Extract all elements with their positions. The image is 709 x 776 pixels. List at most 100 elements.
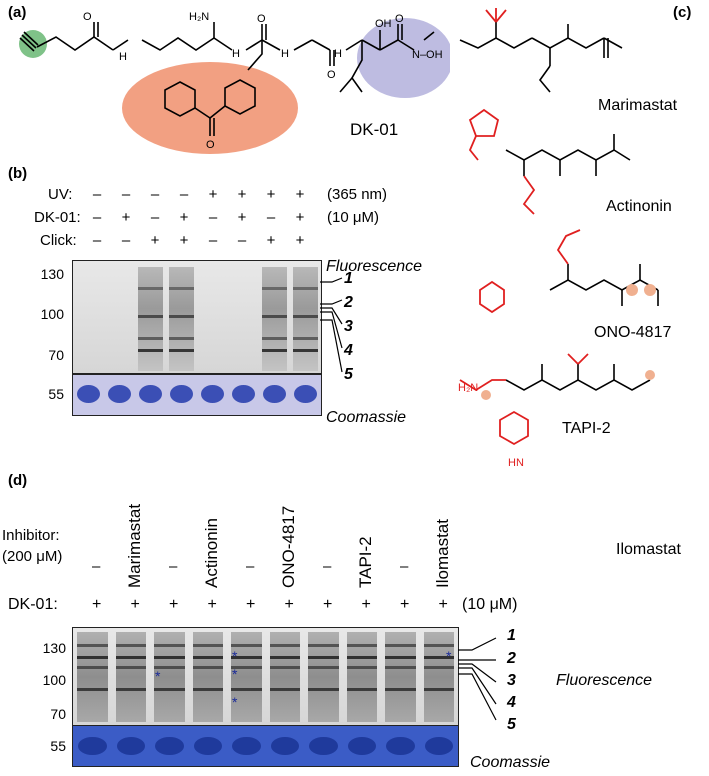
d-cb-blob-5 — [232, 737, 261, 755]
b-click-mark-8: + — [295, 232, 305, 249]
d-fl-band — [423, 644, 454, 647]
d-fl-band — [269, 688, 300, 691]
b-fl-band — [138, 349, 163, 352]
b-fl-band — [138, 337, 163, 340]
c-actinonin: Actinonin — [606, 198, 672, 215]
d-fl-band — [154, 644, 185, 647]
d-band-leaders — [458, 637, 497, 721]
b-fluorescence-gel — [72, 260, 322, 374]
d-fl-band — [385, 688, 416, 691]
d-dk-mark-9: + — [400, 596, 410, 613]
carbonyl-o-4: O — [395, 13, 404, 25]
amine-h2n: H₂N — [189, 11, 209, 23]
d-mw-55: 55 — [50, 738, 66, 754]
hydroxyl-oh: OH — [375, 18, 392, 30]
carbonyl-o-2: O — [257, 13, 266, 25]
b-mw-55: 55 — [48, 386, 64, 402]
amide-nh-4: H — [334, 48, 342, 60]
d-fl-band — [346, 656, 377, 659]
b-fl-lane-7 — [262, 267, 287, 371]
d-dk-mark-6: + — [284, 596, 294, 613]
b-cb-blob-2 — [108, 385, 131, 403]
d-coomassie-gel — [72, 725, 459, 767]
b-dk-mark-2: + — [121, 209, 131, 226]
d-cb-blob-7 — [309, 737, 338, 755]
b-click-mark-2: – — [121, 232, 131, 249]
b-condition-marks: ––––++++–+–+–+–+––++––++ — [86, 186, 316, 256]
d-dk-mark-3: + — [169, 596, 179, 613]
d-dk-mark-2: + — [130, 596, 140, 613]
b-click-mark-1: – — [92, 232, 102, 249]
d-fl-lane-6 — [269, 632, 300, 722]
b-band-1: 1 — [344, 270, 353, 287]
d-fl-band — [154, 688, 185, 691]
d-asterisk-2: * — [232, 648, 238, 664]
d-dk-unit: (10 μM) — [462, 596, 518, 613]
b-coomassie-gel — [72, 374, 322, 416]
d-fl-band — [231, 688, 262, 691]
d-fl-band — [308, 644, 339, 647]
d-fl-band — [154, 666, 185, 669]
b-uv-label: UV: — [48, 186, 73, 203]
d-asterisk-1: * — [155, 668, 161, 684]
d-fl-band — [115, 666, 146, 669]
d-dk-label: DK-01: — [8, 596, 58, 613]
d-fluorescence-label: Fluorescence — [556, 672, 653, 689]
d-cb-blob-10 — [424, 737, 453, 755]
b-cb-blob-6 — [232, 385, 255, 403]
b-fl-band — [138, 315, 163, 318]
b-click-label: Click: — [40, 232, 77, 249]
d-cb-blob-2 — [116, 737, 145, 755]
b-dk-mark-4: + — [179, 209, 189, 226]
b-click-mark-5: – — [208, 232, 218, 249]
d-inhibitor-label: Inhibitor: — [2, 527, 60, 544]
panel-label-d: (d) — [8, 472, 28, 489]
d-cb-blob-4 — [193, 737, 222, 755]
d-fl-band — [154, 656, 185, 659]
d-fl-band — [115, 688, 146, 691]
b-click-mark-6: – — [237, 232, 247, 249]
amide-nh-2: H — [232, 48, 240, 60]
b-coomassie-label: Coomassie — [326, 409, 407, 426]
d-cb-blob-3 — [155, 737, 184, 755]
d-fl-lane-4 — [192, 632, 223, 722]
d-fl-band — [423, 688, 454, 691]
d-header-8: TAPI-2 — [355, 536, 375, 588]
b-cb-blob-7 — [263, 385, 286, 403]
b-click-mark-3: + — [150, 232, 160, 249]
d-fl-band — [77, 656, 108, 659]
d-fl-band — [385, 666, 416, 669]
b-fl-band — [262, 315, 287, 318]
b-fl-band — [169, 287, 194, 290]
b-cb-blob-5 — [201, 385, 224, 403]
b-fl-band — [293, 337, 318, 340]
b-dk-mark-3: – — [150, 209, 160, 226]
inhibitor-structures: H₂N HN — [458, 8, 659, 469]
d-asterisk-4: * — [232, 694, 238, 710]
b-mw-70: 70 — [48, 347, 64, 363]
tapi-h2n: H₂N — [458, 382, 478, 394]
b-fl-band — [169, 315, 194, 318]
b-fl-band — [138, 287, 163, 290]
d-lane-headers: –Marimastat–Actinonin–ONO-4817–TAPI-2–Il… — [82, 470, 462, 590]
d-fl-lane-5 — [231, 632, 262, 722]
panel-label-b: (b) — [8, 165, 28, 182]
b-uv-mark-7: + — [266, 186, 276, 203]
d-fl-lane-1 — [77, 632, 108, 722]
ilomastat-hn: HN — [508, 457, 524, 469]
d-header-dash-9: – — [400, 558, 409, 575]
d-mw-130: 130 — [42, 640, 66, 656]
d-fl-band — [77, 666, 108, 669]
b-dk-label: DK-01: — [34, 209, 81, 226]
d-mw-70: 70 — [50, 706, 66, 722]
d-fl-band — [346, 688, 377, 691]
d-band-5: 5 — [507, 716, 516, 733]
b-dk-unit: (10 μM) — [327, 209, 379, 226]
d-dk-mark-7: + — [323, 596, 333, 613]
d-dk-mark-4: + — [207, 596, 217, 613]
d-band-1: 1 — [507, 627, 516, 644]
d-dk-mark-1: + — [92, 596, 102, 613]
d-fl-lane-3 — [154, 632, 185, 722]
d-fl-band — [308, 656, 339, 659]
b-cb-blob-1 — [77, 385, 100, 403]
